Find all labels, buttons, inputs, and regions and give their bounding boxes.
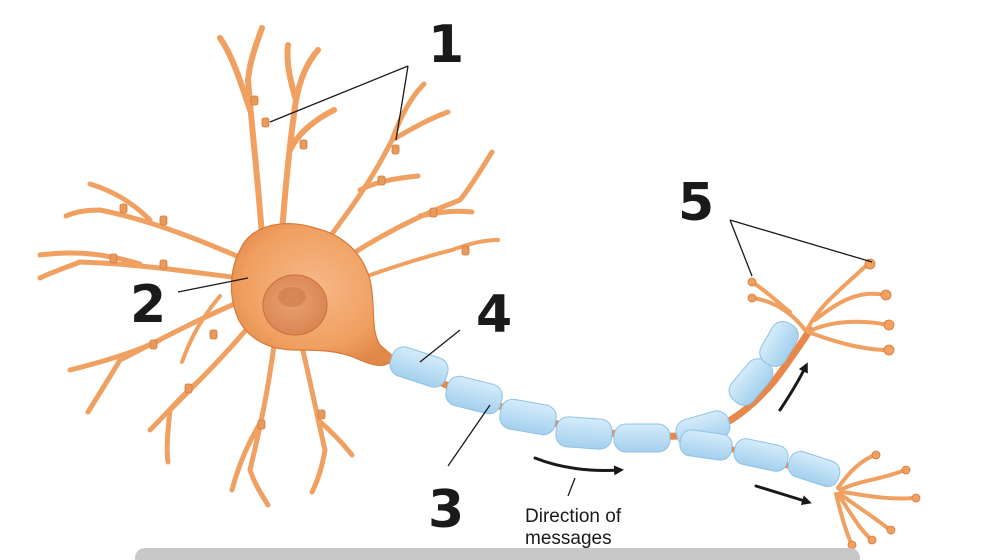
arrow-main: [533, 456, 624, 476]
arrow-upper-branch: [778, 362, 808, 412]
footer-bar: [135, 548, 860, 560]
myelin-sheath: [389, 320, 841, 488]
cell-body: [230, 223, 396, 366]
leader-lines: [177, 65, 873, 497]
label-myelin-sheath: 4: [476, 285, 512, 345]
label-dendrites: 1: [428, 15, 464, 75]
direction-arrows: [533, 362, 812, 505]
dendritic-spines: [109, 95, 470, 430]
caption-line-2: messages: [525, 528, 612, 549]
axon-terminals: [750, 262, 917, 547]
label-axon-terminals: 5: [678, 173, 714, 233]
label-cell-body: 2: [130, 275, 166, 335]
arrow-lower-branch: [754, 484, 812, 505]
synaptic-knobs: [747, 258, 921, 550]
label-axon: 3: [428, 480, 464, 540]
caption-line-1: Direction of: [525, 506, 622, 527]
